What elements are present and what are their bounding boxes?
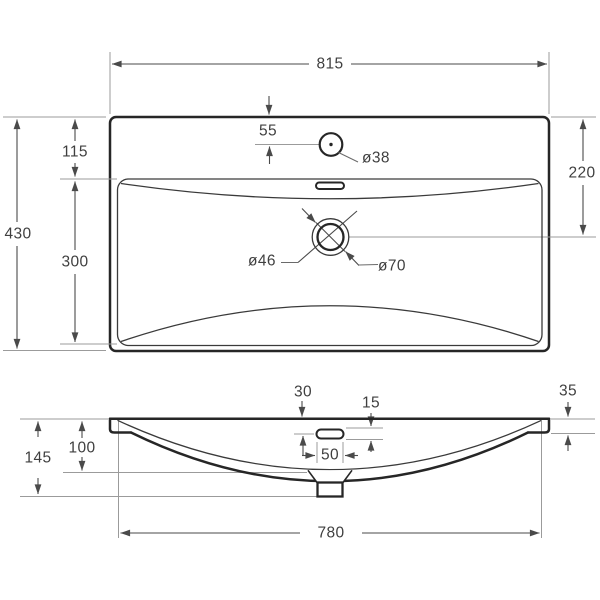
drain-recess-mask	[308, 470, 352, 483]
drain-dia-arrow	[301, 208, 316, 223]
faucet-hole-center	[329, 142, 333, 147]
dim-overall-depth: 430	[4, 226, 31, 243]
dim-bowl-depth: 100	[68, 440, 95, 457]
dimension-labels: 815 430 115 300 55 220 ø38 ø46 ø70 30 15…	[4, 56, 595, 542]
dim-faucet-hole-dia: ø38	[362, 150, 390, 167]
overflow-slot-front-view	[315, 428, 345, 440]
drain-recess-side	[307, 469, 318, 483]
bowl-inner-curve	[117, 419, 542, 471]
dim-faucet-offset: 55	[259, 123, 277, 140]
drain-recess-leader	[358, 264, 379, 266]
top-view-details	[116, 132, 543, 347]
drain-recess-side	[342, 469, 353, 483]
dim-overflow-width: 50	[321, 447, 339, 464]
drain-outlet-pipe	[316, 481, 344, 498]
dim-overflow-height: 15	[362, 395, 380, 412]
basin-inner-outline	[116, 178, 543, 347]
dim-overall-width: 815	[316, 56, 343, 73]
drain-recess-circle	[311, 218, 350, 256]
dimension-lines	[13, 60, 587, 537]
dim-overflow-offset: 30	[294, 384, 312, 401]
overflow-slot-top-view	[315, 181, 345, 190]
front-left-edge	[108, 417, 133, 434]
dim-bottom-width: 780	[317, 525, 344, 542]
dim-drain-hole-dia: ø46	[248, 253, 276, 270]
basin-back-wall-curve	[120, 182, 539, 200]
dim-overall-height: 145	[24, 450, 51, 467]
front-view	[108, 417, 551, 498]
dim-drain-offset: 220	[568, 165, 595, 182]
top-view-outline	[108, 115, 551, 353]
basin-front-wall-curve	[120, 305, 539, 343]
dim-basin-depth: 300	[61, 254, 88, 271]
extension-lines	[3, 52, 596, 538]
drain-dia-arrow	[345, 251, 360, 266]
drain-cross-line	[297, 210, 358, 263]
faucet-leader-line	[338, 152, 359, 163]
dim-edge-height: 35	[559, 383, 577, 400]
front-right-edge	[526, 417, 551, 434]
dim-back-rim-depth: 115	[62, 144, 88, 161]
drain-hole-circle	[316, 222, 345, 252]
dim-drain-recess-dia: ø70	[378, 258, 406, 275]
top-view	[108, 115, 551, 353]
